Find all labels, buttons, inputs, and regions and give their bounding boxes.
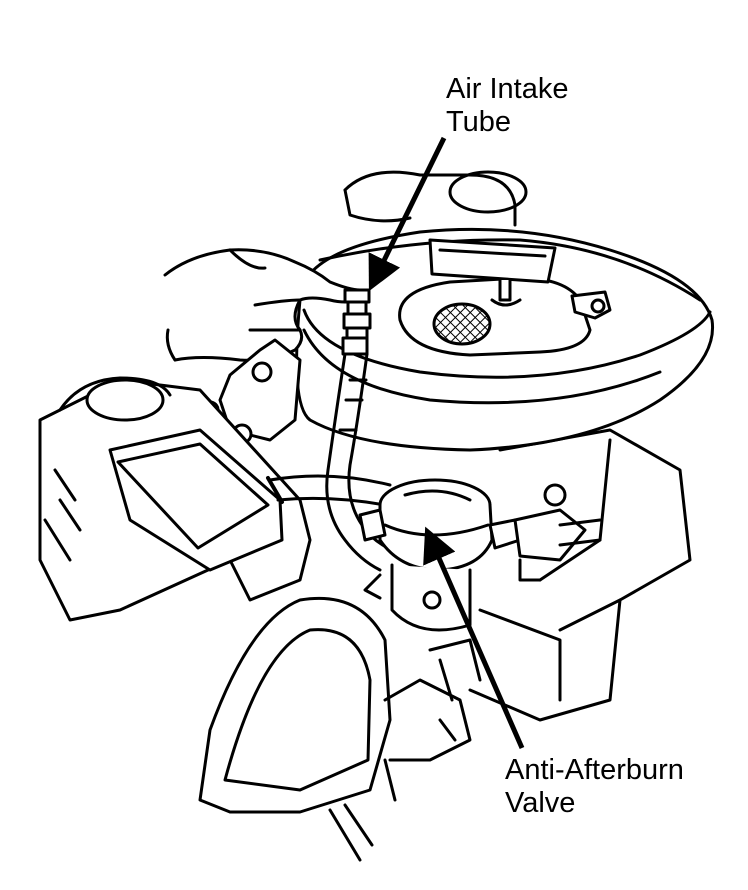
anti-afterburn-valve-label-line1: Anti-Afterburn [505,754,684,786]
intake-screen-mesh [432,302,492,346]
engine-block-rear [468,428,692,722]
air-intake-tube-fitting [341,288,372,356]
valve-fittings [513,483,602,582]
air-intake-tube-label-line1: Air Intake [446,73,569,105]
timing-cover [198,596,482,862]
wing-nut-stud [490,278,522,307]
anti-afterburn-valve-label: Anti-Afterburn Valve [505,754,684,820]
anti-afterburn-valve-label-line2: Valve [505,787,576,819]
crossover-tube [266,474,392,507]
air-intake-tube-label: Air Intake Tube [446,73,569,139]
air-intake-tube-leader [368,136,447,292]
valve-cover [38,376,312,622]
vacuum-fitting [570,290,612,320]
air-intake-tube-label-line2: Tube [446,106,512,138]
background-hoses [343,170,528,227]
anti-afterburn-valve-leader [423,526,525,750]
